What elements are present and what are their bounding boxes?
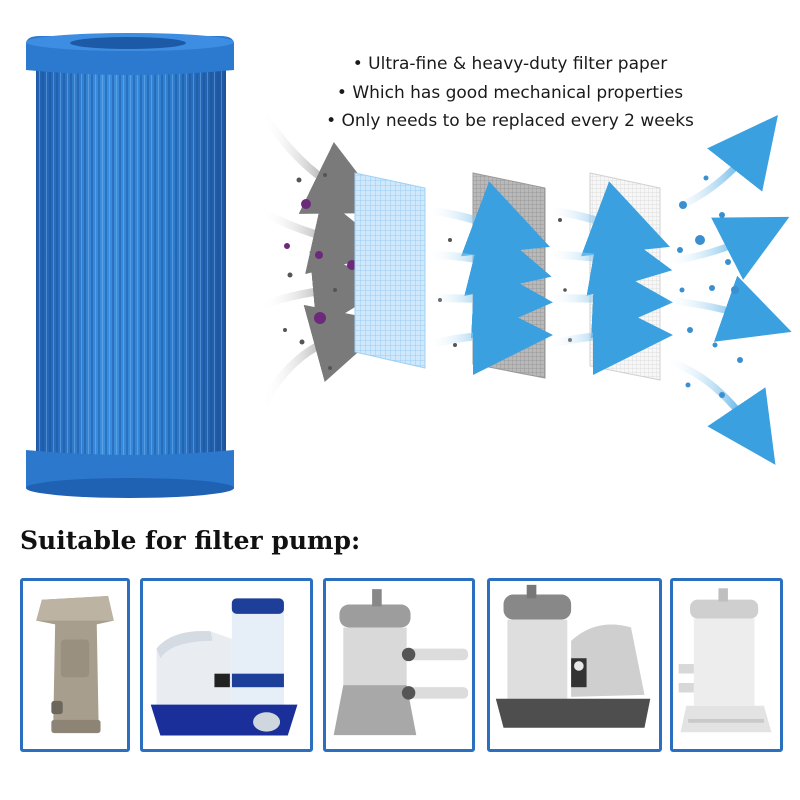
dark-base-cartridge-pump-image [490, 581, 659, 749]
grey-cartridge-pump-image [326, 581, 472, 749]
feature-item: Ultra-fine & heavy-duty filter paper [270, 50, 750, 79]
pump-gallery [0, 578, 800, 758]
filtered-flow-arrows [424, 181, 673, 376]
incoming-flow-arrows [258, 108, 393, 412]
feature-list: Ultra-fine & heavy-duty filter paper Whi… [270, 50, 750, 136]
pump-card-blue-base [140, 578, 313, 752]
white-cartridge-pump-image [673, 582, 780, 748]
blue-base-pump-image [143, 581, 310, 749]
clean-water-droplets [677, 175, 743, 398]
pump-card-skimmer [20, 578, 130, 752]
compatible-pumps-heading: Suitable for filter pump: [20, 526, 361, 555]
filter-layer-grey [472, 172, 546, 379]
pump-card-white [670, 578, 783, 752]
filter-cartridge [26, 33, 234, 498]
feature-item: Which has good mechanical properties [270, 79, 750, 108]
outgoing-flow-arrows [661, 115, 792, 465]
skimmer-pump-image [23, 582, 127, 748]
feature-item: Only needs to be replaced every 2 weeks [270, 107, 750, 136]
pump-card-dark-base [487, 578, 662, 752]
filter-layer-white [589, 172, 661, 381]
pump-card-grey [323, 578, 475, 752]
filter-layer-blue [354, 172, 426, 369]
